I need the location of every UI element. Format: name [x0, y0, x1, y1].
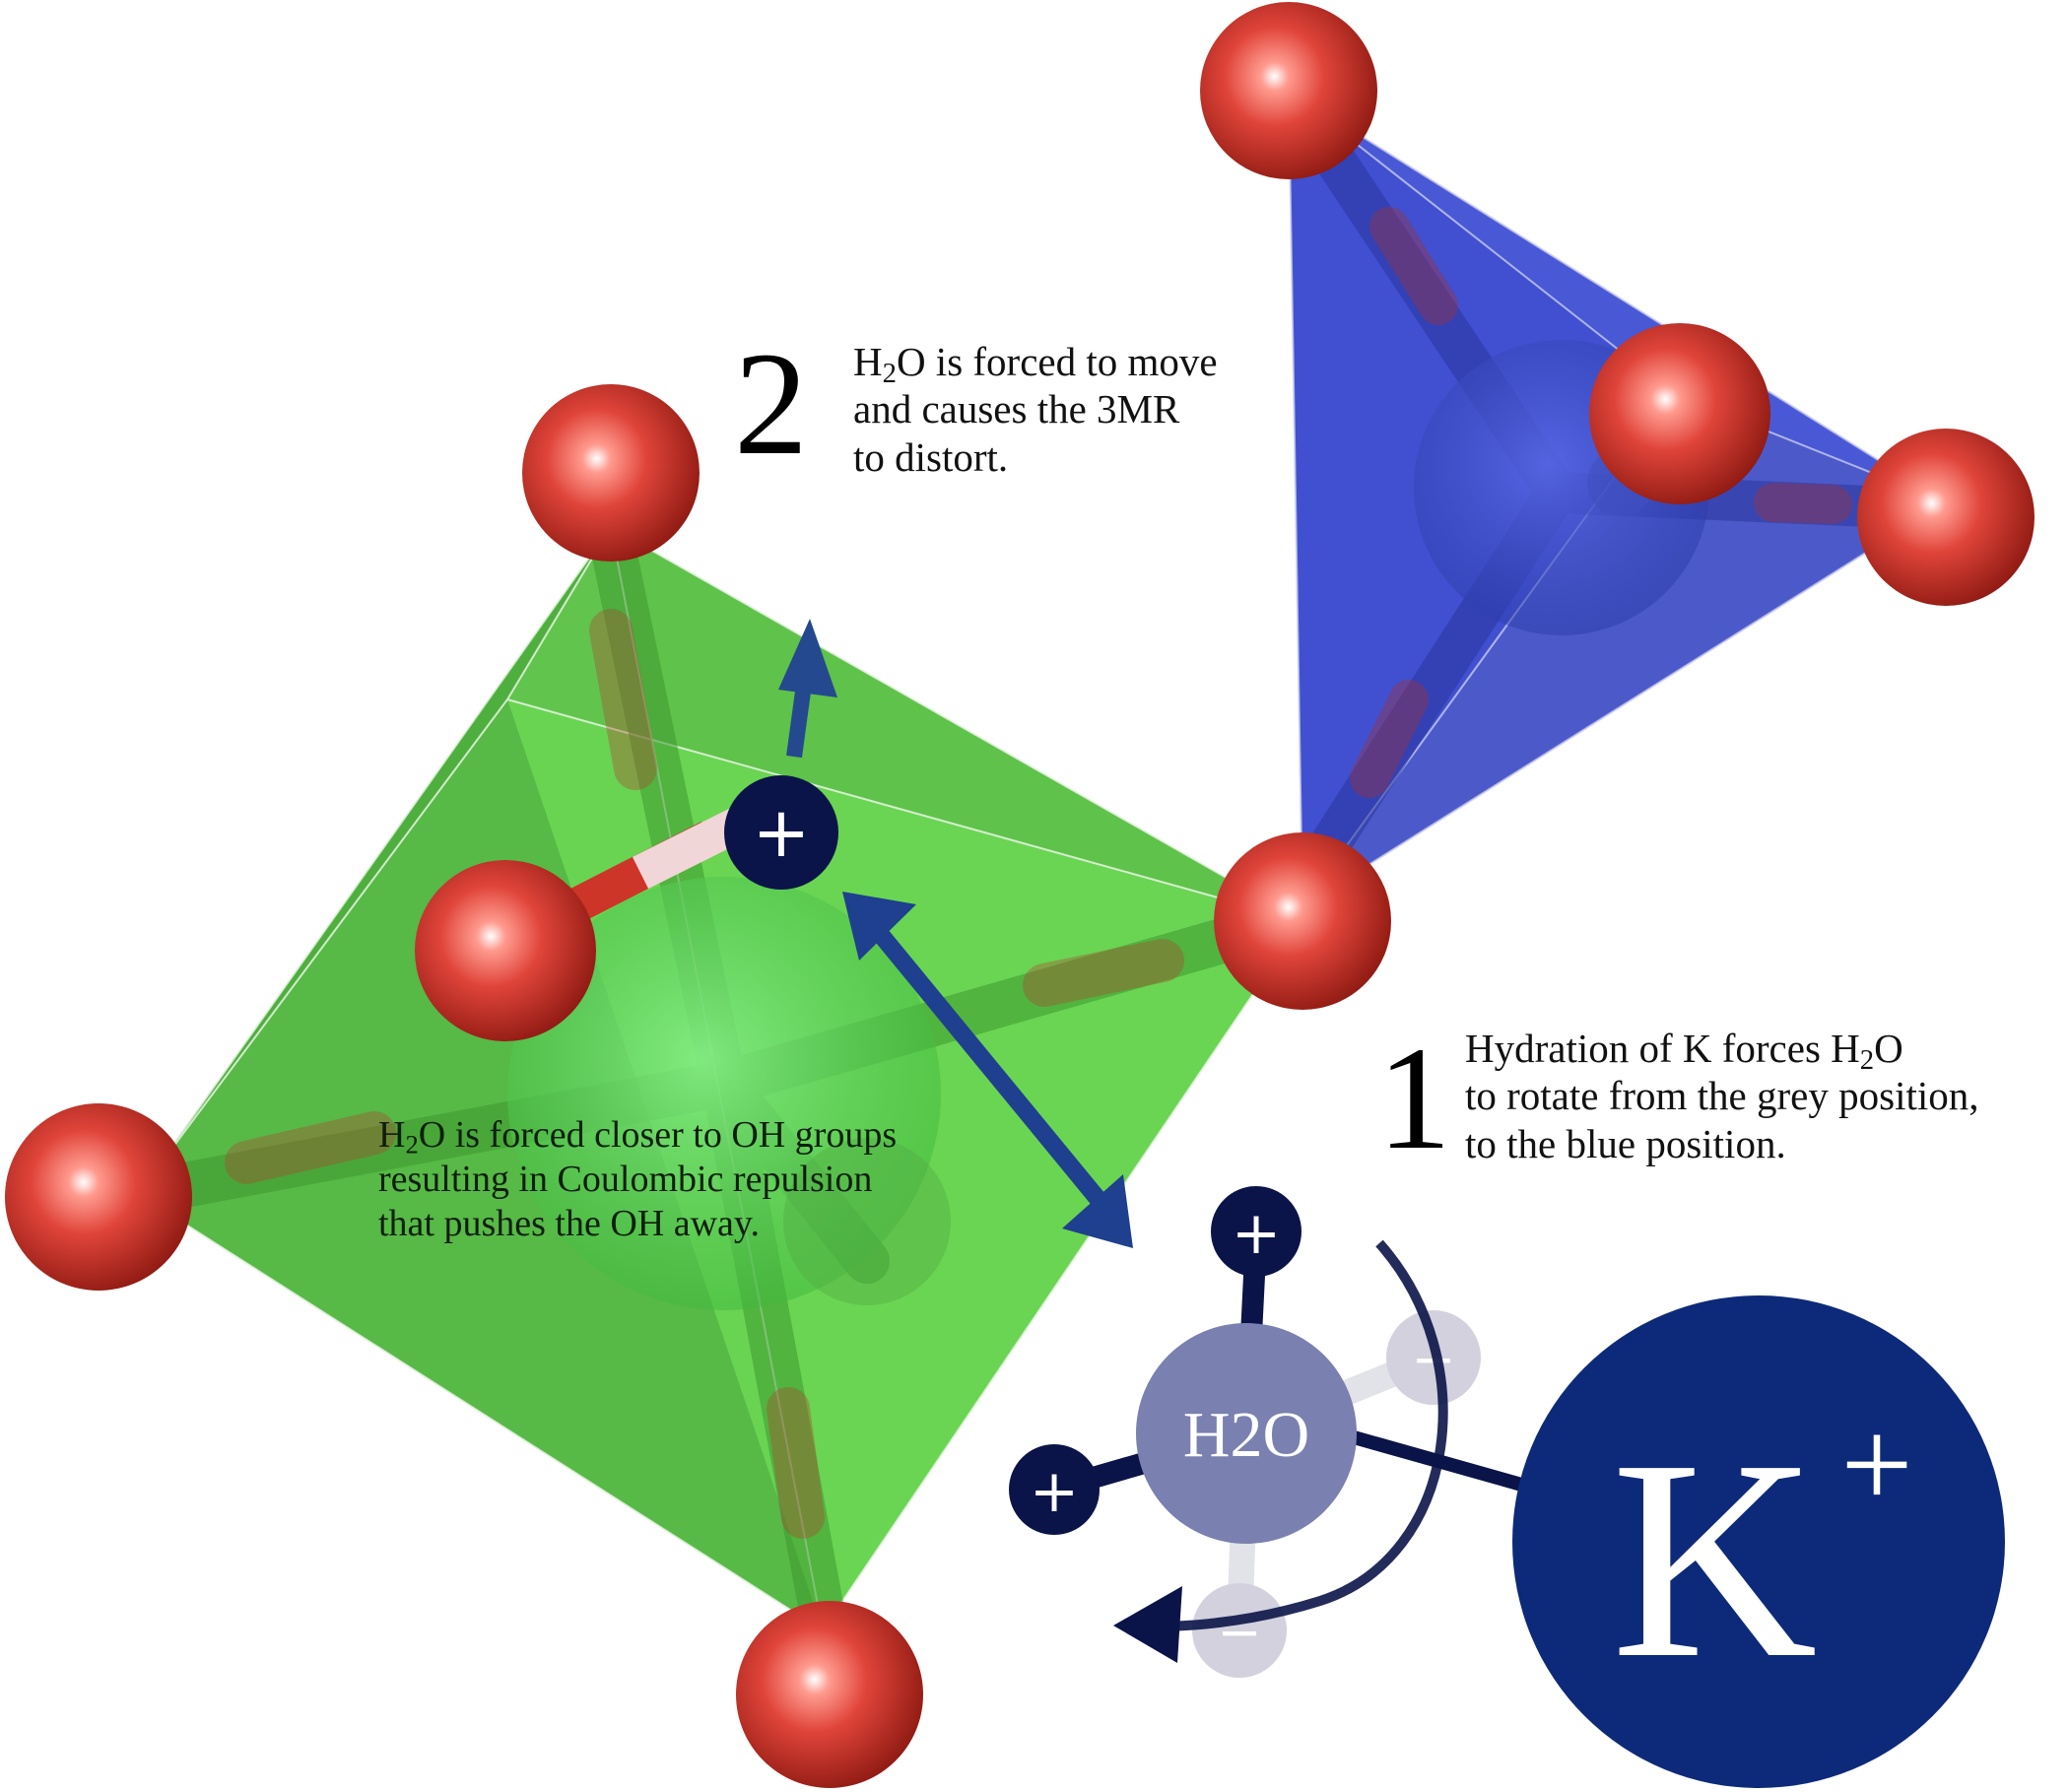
oxygen-atoms: [5, 2, 2035, 1788]
plus-charge: +: [1232, 1199, 1281, 1268]
water-label: H2O: [1183, 1399, 1309, 1471]
double-arrow: [842, 892, 1133, 1248]
oxygen-atom: [1214, 832, 1391, 1010]
octahedron: [125, 514, 1313, 1638]
water-group: − − H2O + + K +: [1009, 1186, 2005, 1788]
oxygen-atom: [1200, 2, 1377, 179]
tetrahedron: [1288, 90, 1947, 907]
oxygen-atom: [1589, 323, 1770, 504]
minus-charge: −: [1217, 1601, 1261, 1663]
step-1-number: 1: [1377, 1017, 1451, 1180]
oxygen-atom: [522, 384, 700, 562]
aluminum-atom: [507, 877, 941, 1310]
water-hydrogen: +: [1009, 1444, 1100, 1535]
step-1-caption: Hydration of K forces H2O to rotate from…: [1465, 1026, 1979, 1166]
potassium-charge: +: [1840, 1394, 1912, 1536]
step-2-caption: H2O is forced to move and causes the 3MR…: [853, 339, 1218, 480]
potassium-ion: K +: [1512, 1295, 2005, 1788]
oxygen-atom: [1857, 429, 2035, 606]
potassium-symbol: K: [1611, 1401, 1817, 1717]
rotation-arrow: [1113, 1239, 1448, 1663]
plus-charge: +: [1030, 1457, 1079, 1526]
center-note: H2O is forced closer to OH groups result…: [378, 1114, 898, 1244]
up-arrow: [778, 619, 837, 759]
water-molecule: [1136, 1323, 1357, 1544]
water-hydrogen: +: [1211, 1186, 1301, 1277]
hydroxyl-oxygen: [415, 860, 596, 1041]
oxygen-atom: [736, 1601, 923, 1788]
plus-charge: +: [753, 792, 811, 873]
step-2-number: 2: [734, 322, 808, 486]
hydroxyl-proton: +: [724, 775, 838, 890]
k-water-bond: [1338, 1427, 1534, 1494]
oxygen-atom: [5, 1103, 192, 1291]
